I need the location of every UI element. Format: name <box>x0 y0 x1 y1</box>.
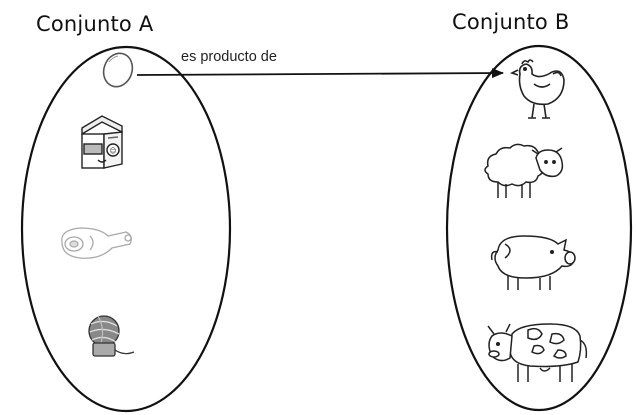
set-a-title: Conjunto A <box>36 12 154 36</box>
set-a-ellipse <box>20 45 232 413</box>
relation-label: es producto de <box>181 49 277 65</box>
egg-icon <box>102 52 134 88</box>
cow-icon <box>487 323 588 382</box>
milk-carton-icon: ☺ <box>81 115 123 169</box>
set-b-title: Conjunto B <box>452 10 570 34</box>
set-b-ellipse <box>445 44 633 412</box>
relation-arrow <box>136 68 504 79</box>
hen-icon <box>509 59 565 119</box>
sheep-icon <box>484 143 564 198</box>
pig-icon <box>490 235 576 290</box>
yarn-ball-icon <box>88 315 135 357</box>
svg-text:☺: ☺ <box>109 147 116 155</box>
ham-meat-icon <box>61 227 132 259</box>
